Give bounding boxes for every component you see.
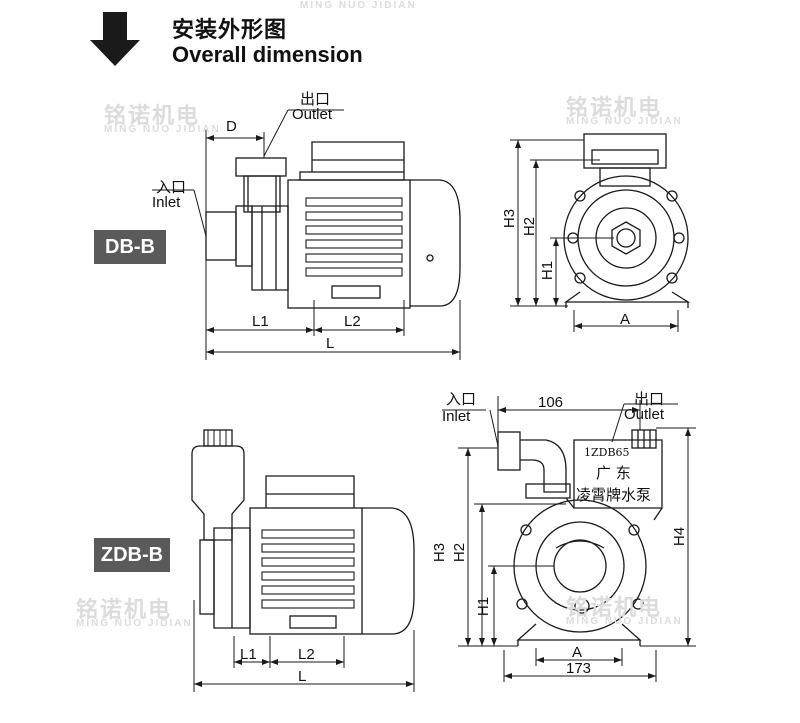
- watermark-en: MING NUO JIDIAN: [104, 124, 221, 135]
- model-badge-zdb-b: ZDB-B: [94, 538, 170, 572]
- dim-l-label: L: [326, 335, 335, 352]
- nameplate-model: 1ZDB65: [584, 446, 630, 459]
- dim-l2-label: L2: [344, 313, 361, 330]
- nameplate-line2: 凌霄牌水泵: [576, 486, 652, 504]
- watermark-en: MING NUO JIDIAN: [300, 0, 417, 11]
- dim-h3-label: H3: [501, 208, 519, 229]
- dim-h1-label: H1: [539, 260, 557, 281]
- dim-a-label: A: [620, 311, 631, 328]
- outlet-en-label: Outlet: [624, 406, 665, 423]
- zdb-b-front-view: [442, 396, 696, 682]
- inlet-cn-label: 入口: [446, 391, 477, 408]
- dim-h3-label: H3: [431, 542, 449, 563]
- watermark-cn: 铭诺机电: [566, 596, 663, 621]
- dim-a-label: A: [572, 644, 583, 661]
- dim-d-label: D: [226, 118, 237, 135]
- dim-h4-label: H4: [671, 526, 689, 547]
- dim-h2-label: H2: [451, 542, 469, 563]
- inlet-en-label: Inlet: [152, 194, 181, 211]
- title-chinese: 安装外形图: [172, 18, 288, 43]
- dim-h1-label: H1: [475, 596, 493, 617]
- db-b-front-view: [510, 133, 691, 332]
- outlet-en-label: Outlet: [292, 106, 333, 123]
- watermark-en: MING NUO JIDIAN: [566, 116, 683, 127]
- db-b-side-view: [152, 109, 461, 360]
- inlet-en-label: Inlet: [442, 408, 471, 425]
- dim-l1-label: L1: [252, 313, 269, 330]
- outlet-cn-label: 出口: [634, 391, 665, 408]
- zdb-b-side-view: [191, 429, 415, 692]
- watermark-cn: 铭诺机电: [76, 598, 173, 623]
- dim-l-label: L: [298, 668, 307, 685]
- dim-l2-label: L2: [298, 646, 315, 663]
- nameplate-line1: 广 东: [596, 464, 631, 482]
- outlet-cn-label: 出口: [300, 91, 331, 108]
- watermark-en: MING NUO JIDIAN: [566, 616, 683, 627]
- down-arrow-icon: [90, 12, 140, 66]
- dim-h2-label: H2: [521, 216, 539, 237]
- inlet-cn-label: 入口: [156, 179, 187, 196]
- watermark-cn: 铭诺机电: [104, 104, 201, 129]
- watermark-en: MING NUO JIDIAN: [76, 618, 193, 629]
- dim-106-label: 106: [538, 394, 564, 411]
- dim-l1-label: L1: [240, 646, 257, 663]
- dim-173-label: 173: [566, 660, 592, 677]
- watermark-cn: 铭诺机电: [566, 96, 663, 121]
- title-english: Overall dimension: [172, 42, 363, 67]
- model-badge-db-b: DB-B: [94, 230, 166, 264]
